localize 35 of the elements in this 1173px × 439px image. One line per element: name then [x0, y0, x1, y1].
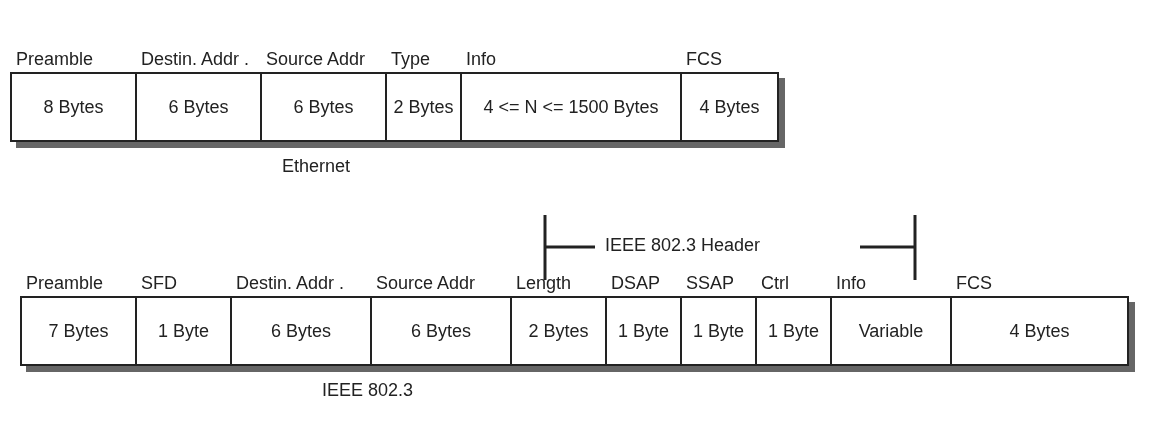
field-size: 8 Bytes — [42, 96, 105, 119]
dimension-label: IEEE 802.3 Header — [605, 235, 761, 256]
field-name: Length — [516, 272, 573, 294]
field-size: Variable — [857, 320, 925, 343]
field-size: 1 Byte — [692, 320, 745, 343]
field-size: 6 Bytes — [292, 96, 355, 119]
field-name: FCS — [956, 272, 993, 294]
field-size: 6 Bytes — [410, 320, 472, 343]
field-size: 2 Bytes — [527, 320, 590, 343]
frame-caption: Ethernet — [282, 156, 351, 177]
field-size: 2 Bytes — [392, 96, 455, 119]
field-name: Type — [391, 48, 432, 70]
field-name: Info — [836, 272, 868, 294]
field-size: 1 Byte — [157, 320, 210, 343]
field-name: FCS — [686, 48, 723, 70]
field-name: Ctrl — [761, 272, 790, 294]
frame-caption: IEEE 802.3 — [322, 380, 414, 401]
field-size: 1 Byte — [767, 320, 820, 343]
field-size: 6 Bytes — [270, 320, 332, 343]
field-name: SFD — [141, 272, 178, 294]
field-name: Destin. Addr . — [236, 272, 346, 294]
field-name: Source Addr — [266, 48, 367, 70]
field-size: 6 Bytes — [167, 96, 230, 119]
field-name: Preamble — [16, 48, 95, 70]
field-name: Source Addr — [376, 272, 477, 294]
field-name: DSAP — [611, 272, 662, 294]
field-name: SSAP — [686, 272, 736, 294]
field-name: Preamble — [26, 272, 105, 294]
field-name: Destin. Addr . — [141, 48, 251, 70]
field-size: 7 Bytes — [47, 320, 110, 343]
field-size: 4 Bytes — [1008, 320, 1071, 343]
field-size: 4 Bytes — [698, 96, 761, 119]
field-size: 1 Byte — [617, 320, 670, 343]
field-name: Info — [466, 48, 498, 70]
field-size: 4 <= N <= 1500 Bytes — [482, 96, 660, 119]
